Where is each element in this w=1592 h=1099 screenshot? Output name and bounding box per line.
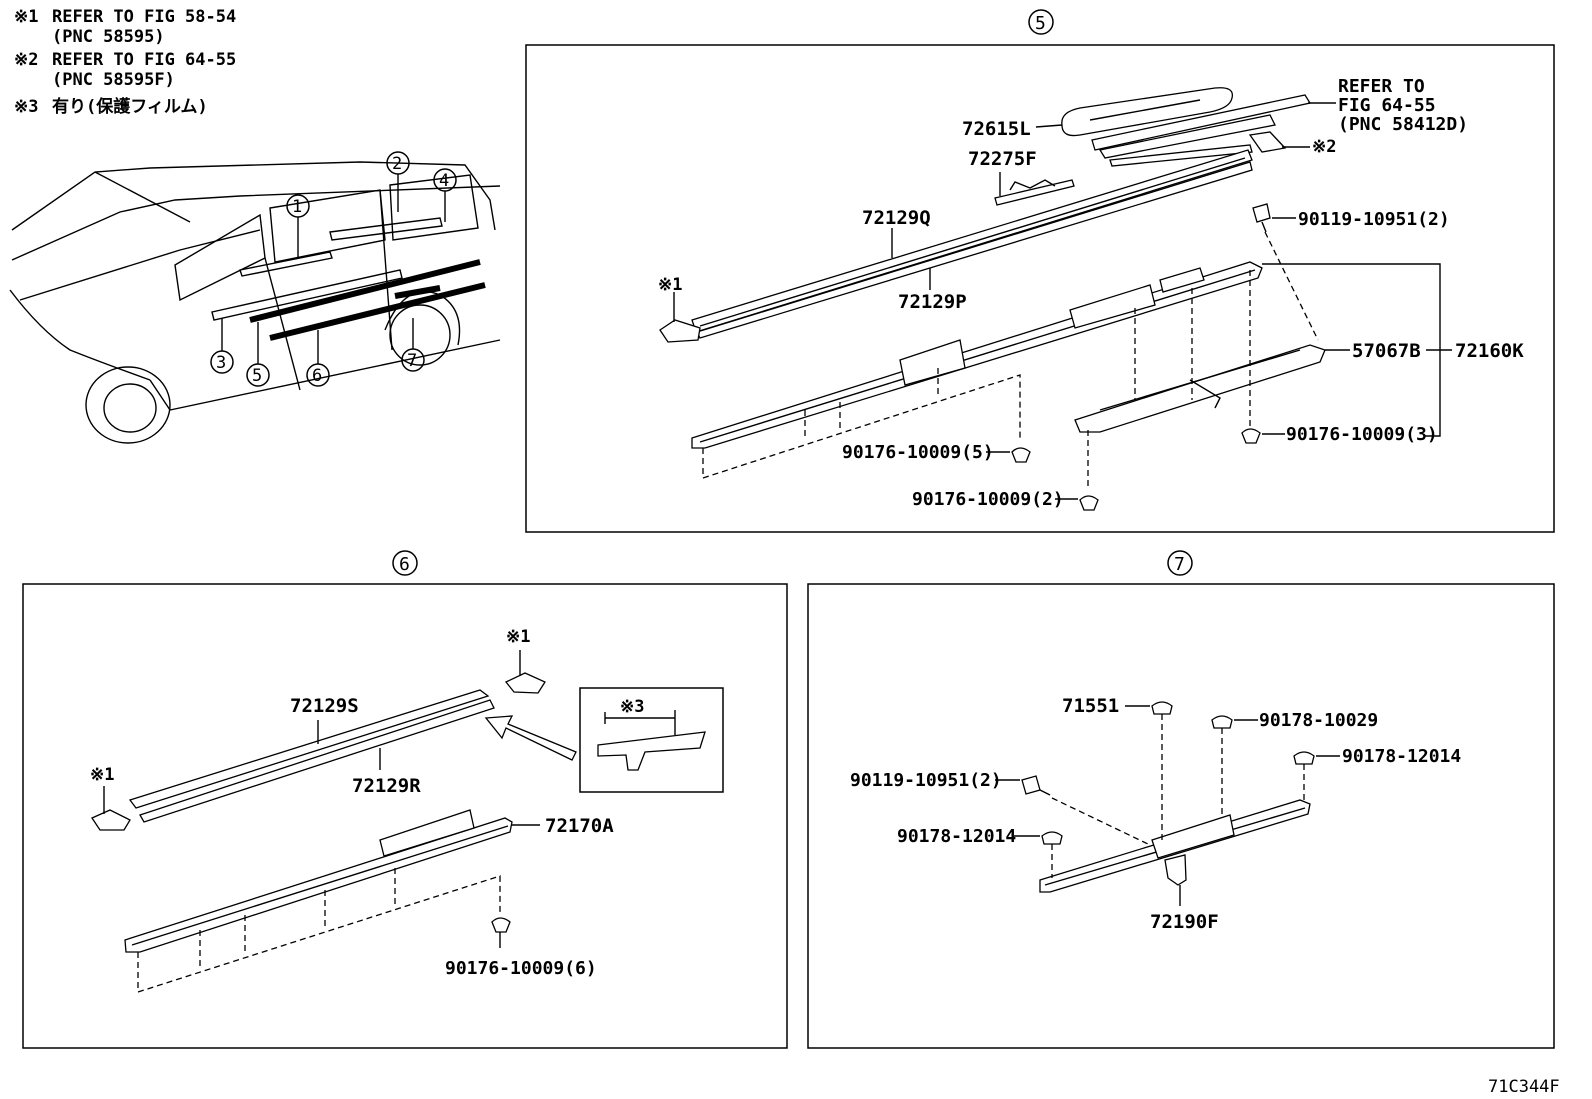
ref-line1: REFER TO <box>1338 76 1425 97</box>
label-clip3: 90176-10009(3) <box>1286 424 1438 445</box>
note-2-mark: ※2 <box>14 50 38 70</box>
callout-7: 7 <box>407 351 417 371</box>
part-72275F <box>994 179 1075 206</box>
detail-inset <box>579 687 724 793</box>
label-bolt-90119: 90119-10951(2) <box>1298 209 1450 230</box>
label-90119-10951-s7: 90119-10951(2) <box>850 770 1002 791</box>
part-72160K-rail <box>691 261 1263 449</box>
part-72129R-strip <box>139 699 495 823</box>
section-7-number: 7 <box>1174 554 1185 575</box>
callout-2: 2 <box>392 154 402 174</box>
note-3-line1: 有り(保護フィルム) <box>52 96 208 117</box>
clip-90176-6 <box>491 917 511 933</box>
part-57067B-bracket <box>1074 344 1326 433</box>
callout-1: 1 <box>292 197 302 217</box>
nut-90178-10029 <box>1211 715 1233 729</box>
section-5-number: 5 <box>1035 13 1046 34</box>
vehicle-overview: 1 2 4 3 5 6 7 <box>9 151 501 444</box>
callout-5: 5 <box>252 366 262 386</box>
label-90178-12014-right: 90178-12014 <box>1342 746 1461 767</box>
note-1-mark: ※1 <box>14 7 38 27</box>
part-ref2-clip <box>1248 131 1287 153</box>
mark-ref1-s6b: ※1 <box>90 765 114 785</box>
label-72129R: 72129R <box>352 775 421 797</box>
clip-90176-5 <box>1011 447 1031 463</box>
nut-71551 <box>1151 701 1173 715</box>
pad-ref1 <box>659 319 701 343</box>
section-7-frame <box>807 583 1555 1049</box>
note-1-line1: REFER TO FIG 58-54 <box>52 7 236 27</box>
notes-block: ※1 REFER TO FIG 58-54 (PNC 58595) ※2 REF… <box>14 7 236 117</box>
label-72129S: 72129S <box>290 695 359 717</box>
part-72129P-strip <box>696 161 1253 339</box>
clip-90176-2 <box>1079 495 1099 511</box>
label-clip5: 90176-10009(5) <box>842 442 994 463</box>
nut-90178-12014-right <box>1293 751 1315 765</box>
note-2-line1: REFER TO FIG 64-55 <box>52 50 236 70</box>
section-6-number: 6 <box>399 554 410 575</box>
label-72160K: 72160K <box>1455 340 1524 362</box>
part-72170A-rail <box>124 817 513 953</box>
part-72129S-strip <box>128 689 490 809</box>
label-72615L: 72615L <box>962 118 1031 140</box>
nut-90178-12014-left <box>1041 831 1063 845</box>
label-clip2: 90176-10009(2) <box>912 489 1064 510</box>
mark-ref1-s6a: ※1 <box>506 627 530 647</box>
label-72170A: 72170A <box>545 815 614 837</box>
callout-3: 3 <box>216 353 226 373</box>
label-72129P: 72129P <box>898 291 967 313</box>
section-5-frame <box>525 44 1555 533</box>
label-90178-10029: 90178-10029 <box>1259 710 1378 731</box>
mark-ref1-s5: ※1 <box>658 275 682 295</box>
callout-6: 6 <box>312 366 322 386</box>
ref-line2: FIG 64-55 <box>1338 95 1436 116</box>
section-6: 6 72129S 72129R ※1 ※1 ※3 72170A <box>22 550 788 1049</box>
part-72615L-plate <box>1061 87 1234 137</box>
ref-line3: (PNC 58412D) <box>1338 114 1468 135</box>
label-90178-12014-left: 90178-12014 <box>897 826 1016 847</box>
pad-ref1-b <box>91 809 131 831</box>
note-1-line2: (PNC 58595) <box>52 27 165 47</box>
label-72129Q: 72129Q <box>862 207 931 229</box>
section-6-frame <box>22 583 788 1049</box>
pad-ref1-a <box>504 672 546 694</box>
note-2-line2: (PNC 58595F) <box>52 70 175 90</box>
bolt-90119-10951-s7 <box>1021 775 1041 795</box>
label-72190F: 72190F <box>1150 911 1219 933</box>
label-71551: 71551 <box>1062 695 1119 717</box>
mark-ref2: ※2 <box>1312 137 1336 157</box>
label-57067B: 57067B <box>1352 340 1421 362</box>
section-5: 5 72615L REFER TO FIG 64-55 (PNC 58412D)… <box>525 9 1555 533</box>
direction-arrow <box>484 715 577 761</box>
note-3-mark: ※3 <box>14 97 38 117</box>
label-72275F: 72275F <box>968 148 1037 170</box>
callout-4: 4 <box>439 171 449 191</box>
bolt-90119-10951 <box>1252 203 1271 223</box>
clip-90176-3 <box>1241 428 1261 444</box>
figure-code: 71C344F <box>1488 1077 1560 1097</box>
section-profile <box>597 731 706 771</box>
mark-ref3: ※3 <box>620 697 644 717</box>
label-clip6: 90176-10009(6) <box>445 958 597 979</box>
section-7: 7 72190F 71551 90178-10029 90178-12014 9… <box>807 550 1555 1049</box>
